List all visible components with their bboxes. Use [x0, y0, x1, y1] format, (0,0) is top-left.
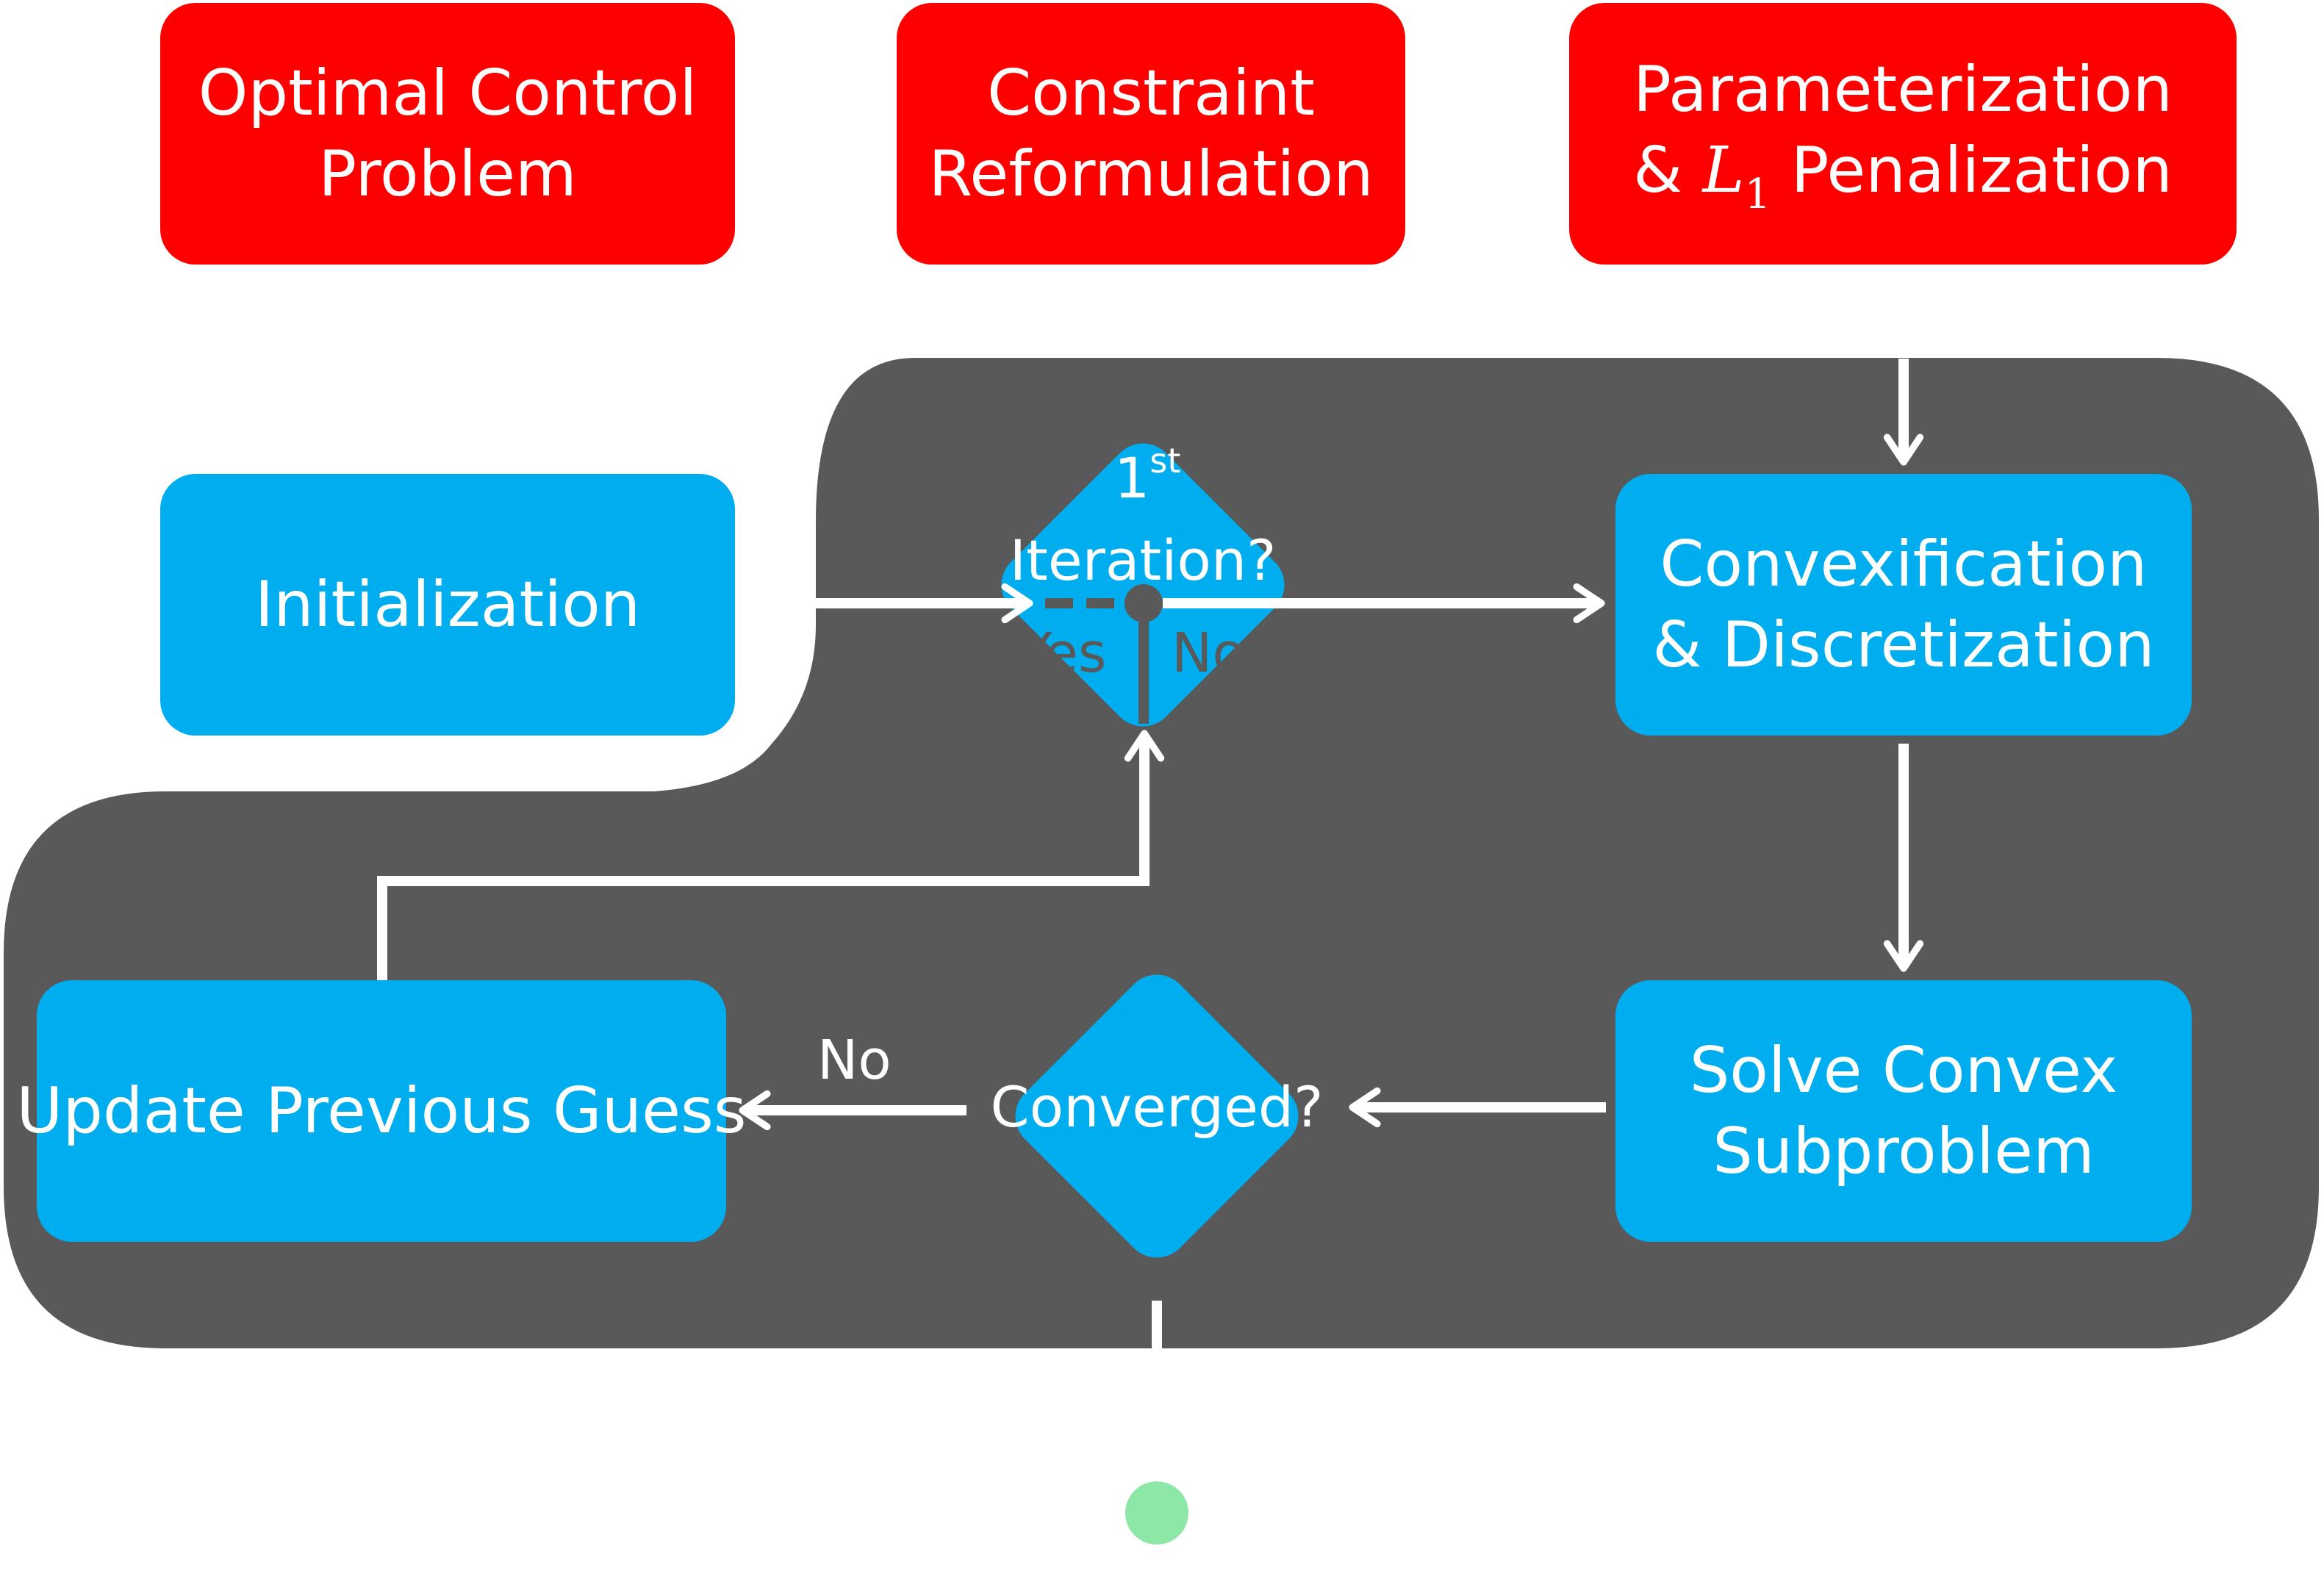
arrow-update-to-decision: [377, 730, 1165, 980]
terminal-node: [1125, 1481, 1188, 1545]
optimal-control-line-2: Problem: [318, 137, 577, 211]
optimal-control-problem-box: Optimal Control Problem: [160, 3, 735, 265]
converged-question: Converged?: [990, 1074, 1324, 1140]
optimal-control-line-1: Optimal Control: [198, 57, 697, 130]
first-iteration-superscript: st: [1150, 441, 1181, 481]
parameterization-penalization-box: Parameterization & L1 Penalization: [1569, 3, 2237, 265]
parameterization-line-2: & L1 Penalization: [1633, 130, 2173, 219]
l1-symbol: L1: [1702, 133, 1771, 218]
converged-decision: [1015, 974, 1299, 1258]
parameterization-line-1: Parameterization: [1633, 52, 2173, 126]
initialization-label: Initialization: [254, 568, 641, 641]
switch-pivot: [1125, 584, 1163, 622]
ampersand: &: [1633, 133, 1683, 207]
no-label-bottom: No: [817, 1029, 892, 1092]
yes-label: Yes: [1019, 622, 1107, 685]
constraint-line-1: Constraint: [987, 57, 1315, 130]
initialization-box: Initialization: [160, 474, 735, 736]
constraint-reformulation-box: Constraint Reformulation: [897, 3, 1405, 265]
update-previous-guess-box: Update Previous Guess: [16, 980, 747, 1242]
solve-line-1: Solve Convex: [1689, 1034, 2118, 1107]
convexification-line-2: & Discretization: [1652, 608, 2155, 682]
convexification-discretization-box: Convexification & Discretization: [1615, 474, 2192, 736]
solve-line-2: Subproblem: [1712, 1115, 2095, 1188]
no-label-top: No: [1172, 622, 1246, 685]
update-label: Update Previous Guess: [16, 1074, 747, 1148]
constraint-line-2: Reformulation: [928, 137, 1374, 211]
first-iteration-number: 1st: [1114, 441, 1181, 511]
convexification-line-1: Convexification: [1660, 528, 2148, 601]
first-iteration-question: Iteration?: [1009, 528, 1277, 593]
solve-convex-subproblem-box: Solve Convex Subproblem: [1615, 980, 2192, 1242]
penalization-word: Penalization: [1790, 133, 2173, 207]
